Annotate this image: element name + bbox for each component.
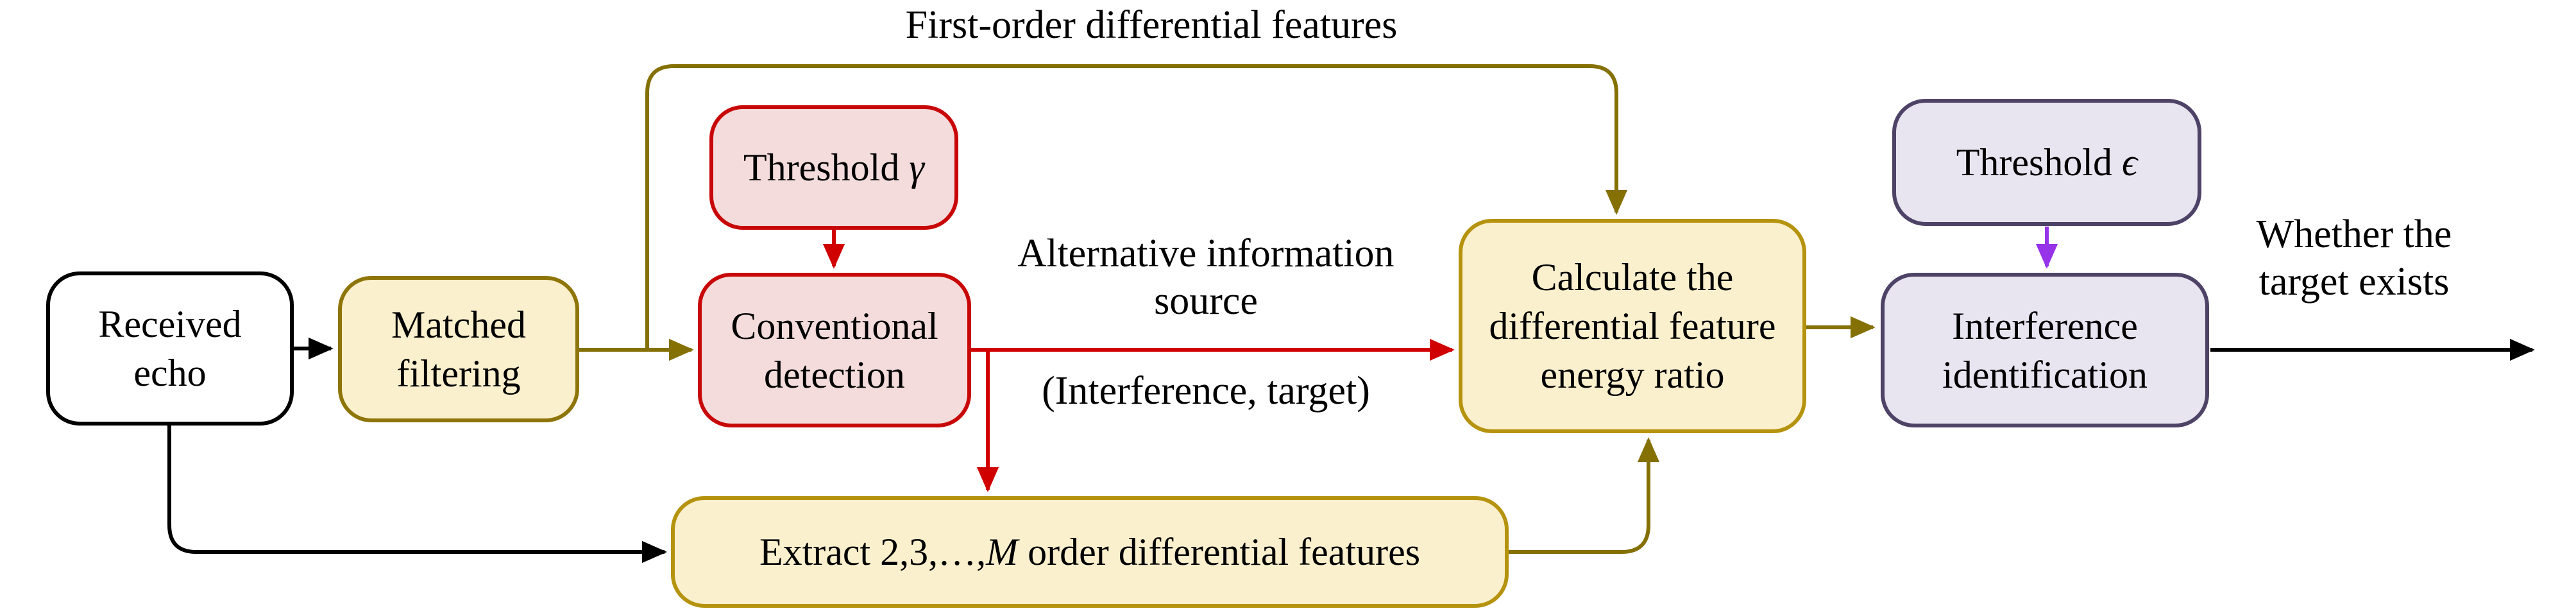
node-threshold-epsilon-label: Threshold ϵ [1956,141,2138,184]
epsilon-symbol: ϵ [2122,141,2138,184]
edge-extract-to-calculate [1509,437,1660,554]
label-whether-target-exists: Whether the target exists [2256,212,2452,304]
node-extract-features-label: Extract 2,3,…,M order differential featu… [759,531,1421,573]
node-conventional-detection-label: Conventional detection [731,304,938,396]
node-extract-features: Extract 2,3,…,M order differential featu… [671,496,1509,608]
node-matched-filtering: Matched filtering [338,276,579,422]
label-interference-target: (Interference, target) [1042,369,1370,413]
gamma-symbol: γ [909,146,924,189]
node-calculate-ratio: Calculate the differential feature energ… [1459,219,1806,433]
node-interference-identification: Interference identification [1881,273,2209,427]
node-calculate-ratio-label: Calculate the differential feature energ… [1489,256,1776,396]
node-interference-identification-label: Interference identification [1942,304,2148,396]
label-alternative-info-source: Alternative information source [1017,232,1394,323]
label-first-order-features: First-order differential features [905,3,1398,47]
edge-received-to-extract [167,426,667,564]
node-conventional-detection: Conventional detection [698,273,971,427]
edge-first-order-feedback [645,64,1628,350]
M-symbol: M [986,531,1019,573]
node-threshold-gamma: Threshold γ [709,105,958,230]
node-received-echo: Received echo [46,271,294,426]
node-matched-filtering-label: Matched filtering [391,304,526,395]
node-threshold-epsilon: Threshold ϵ [1892,99,2201,226]
node-threshold-gamma-label: Threshold γ [743,146,924,189]
node-received-echo-label: Received echo [98,303,242,394]
